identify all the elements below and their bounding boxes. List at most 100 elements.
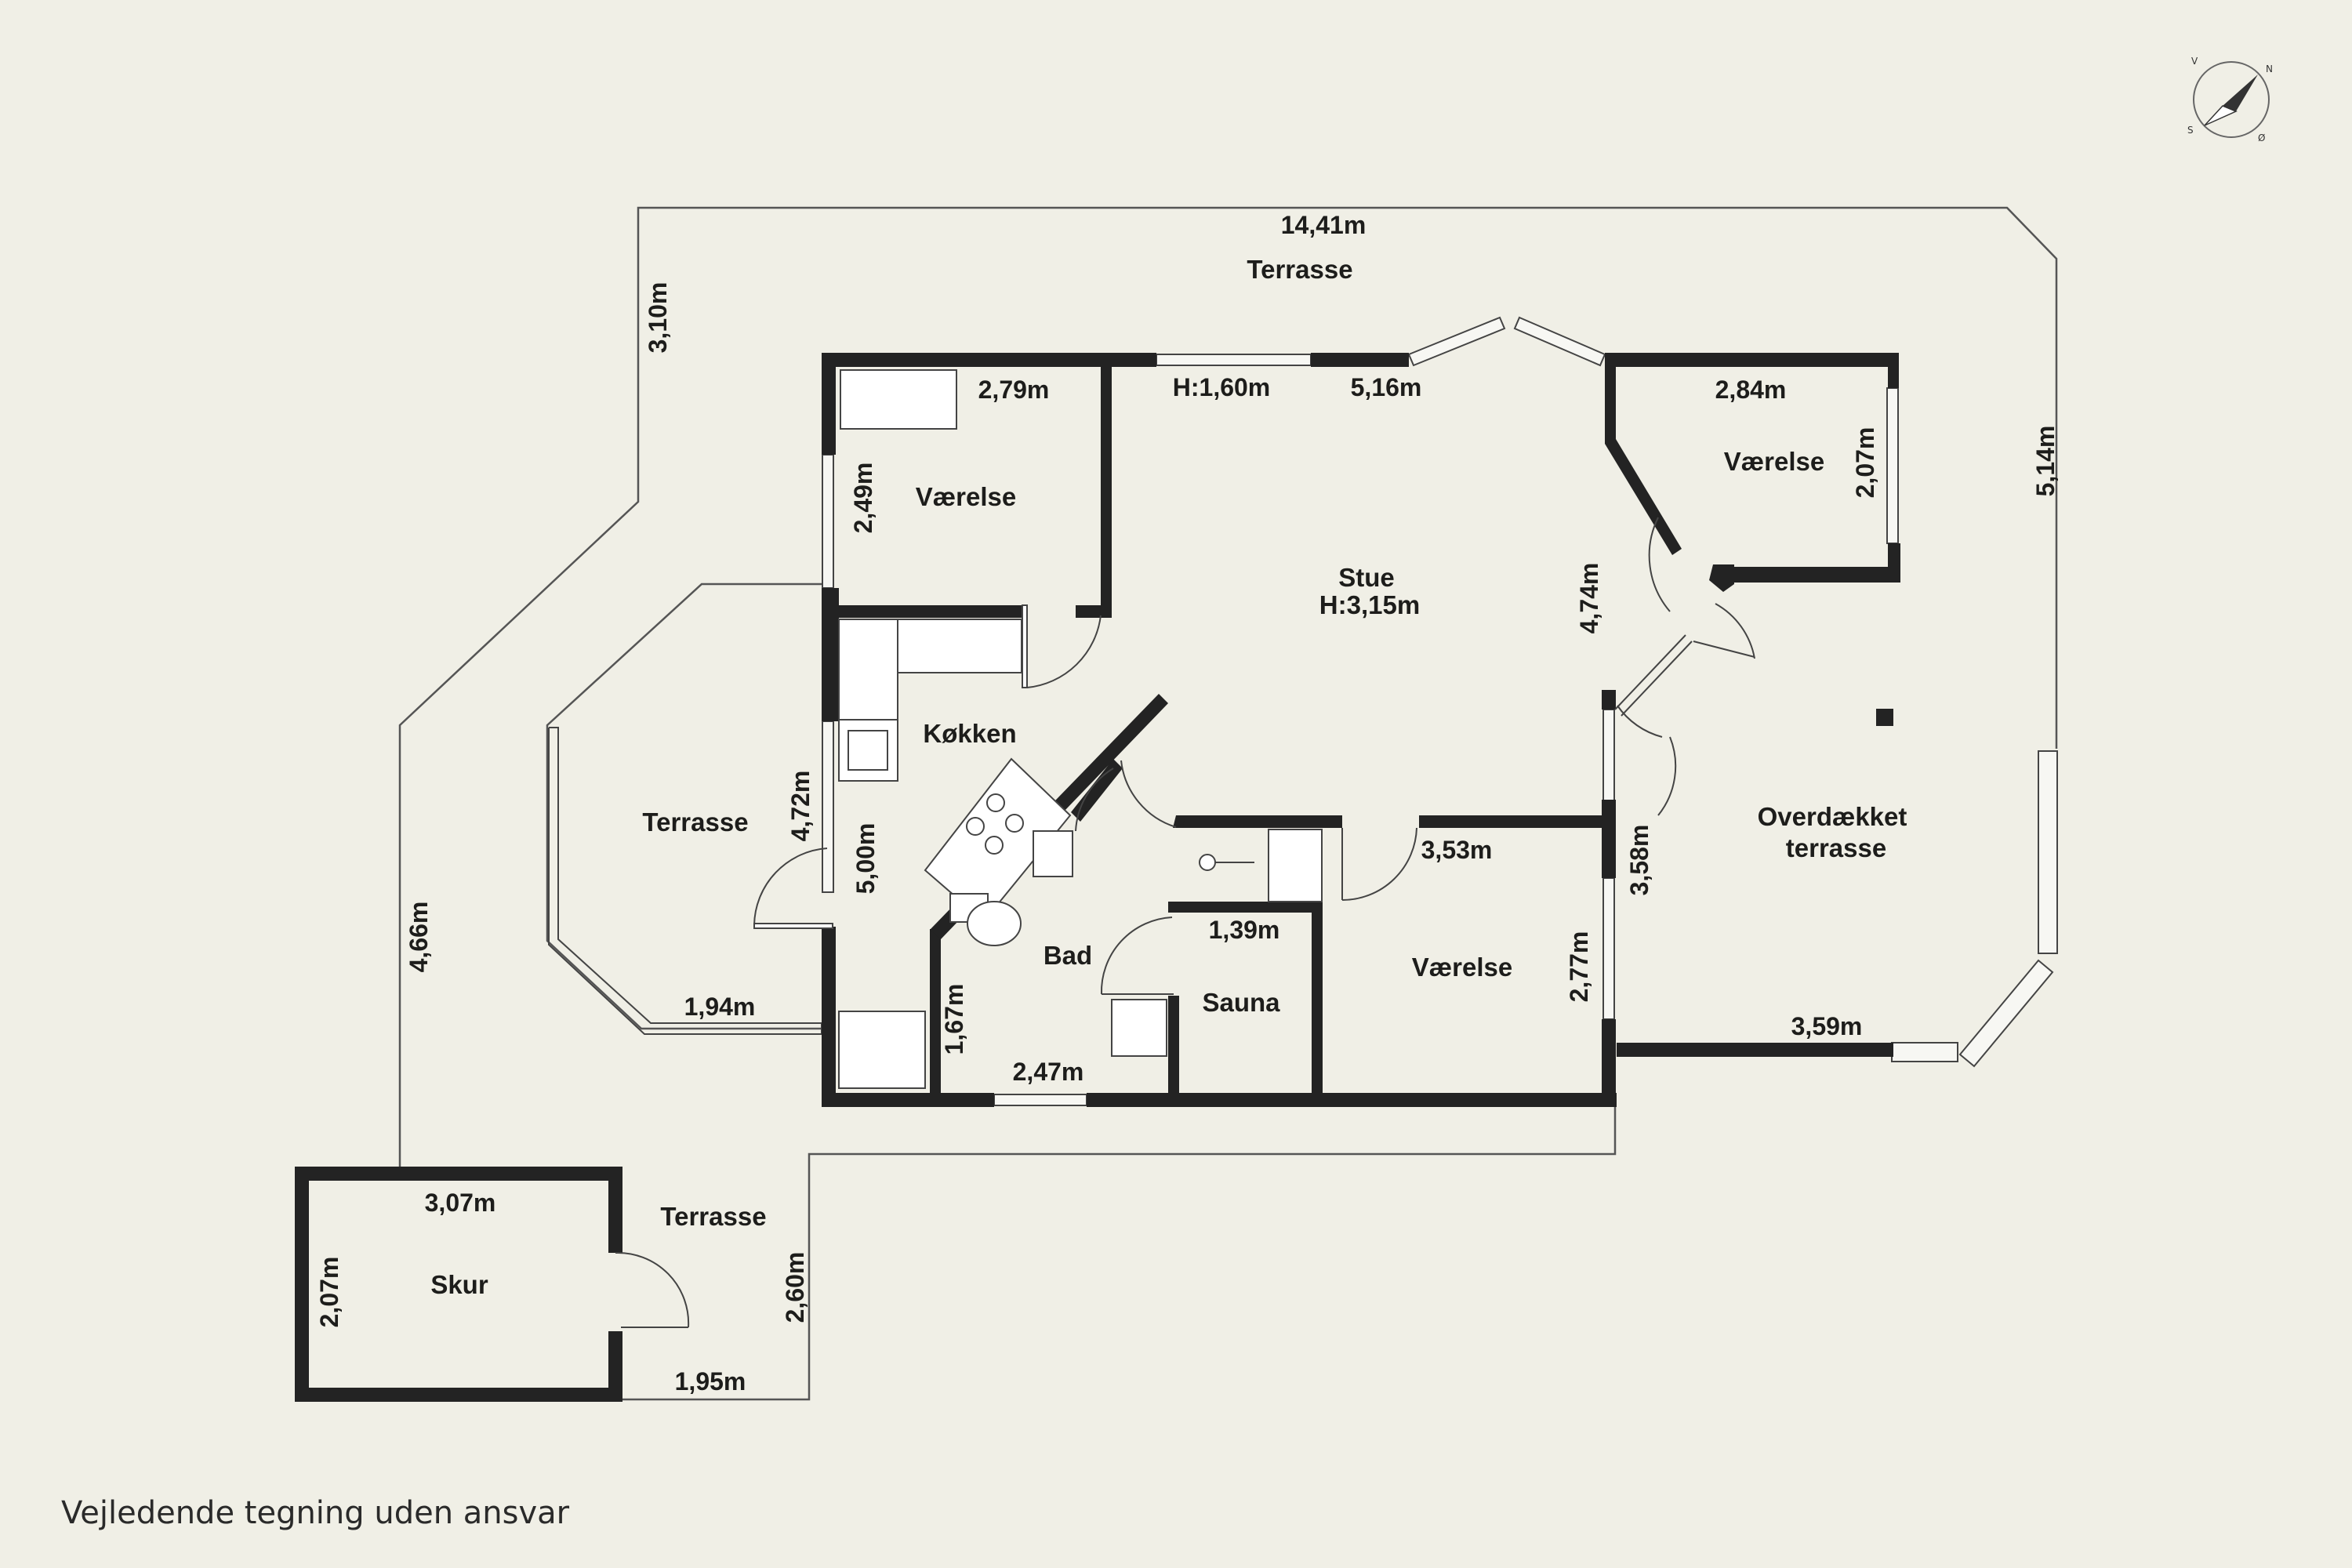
dim-bad-h: 1,67m <box>940 984 968 1055</box>
wall-north-a <box>822 353 1156 367</box>
wall-bath-north-b <box>1419 815 1607 828</box>
dim-vnw-h: 2,49m <box>849 463 877 534</box>
dim-tw-a: 4,72m <box>786 771 815 842</box>
window-vne-east <box>1886 387 1899 544</box>
door-leaf-ot-1 <box>1614 634 1686 710</box>
wall-sauna-east <box>1312 902 1323 1096</box>
compass-ring <box>2193 61 2270 138</box>
dim-left-lower: 4,66m <box>405 902 433 973</box>
door-leaf-ot-2 <box>1621 641 1693 717</box>
dim-ot-w: 3,59m <box>1791 1012 1863 1040</box>
fixtures <box>838 369 1893 1089</box>
compass-north: N <box>2266 64 2273 74</box>
label-koekken: Køkken <box>923 719 1016 748</box>
door-swing-ot-b <box>1715 603 1755 659</box>
wall-skur-bottom <box>295 1388 622 1402</box>
dim-left-top: 3,10m <box>644 282 672 354</box>
door-leaf-vnw <box>1022 604 1028 688</box>
wall-stue-east-c <box>1602 1019 1616 1107</box>
wall-sauna-west <box>1168 996 1179 1096</box>
wall-west-low <box>822 927 836 1107</box>
compass-west: V <box>2191 56 2198 67</box>
wall-north-c <box>1605 353 1896 367</box>
dim-right: 5,14m <box>2031 426 2060 497</box>
wall-stue-east-b <box>1602 800 1616 878</box>
window-bay-left <box>1407 316 1506 367</box>
label-bad: Bad <box>1044 941 1092 970</box>
wall-vne-diag <box>1605 362 1682 555</box>
window-vse-west <box>1602 877 1615 1020</box>
wall-bath-north-a <box>1176 815 1342 828</box>
dim-ts-h: 2,60m <box>781 1252 809 1323</box>
label-skur: Skur <box>430 1270 488 1299</box>
dim-ts-w: 1,95m <box>675 1367 746 1396</box>
wall-west-top <box>822 353 836 455</box>
label-stue-height: H:3,15m <box>1319 590 1420 619</box>
door-swing-ot-a <box>1617 705 1663 738</box>
toilet-bowl <box>967 901 1022 946</box>
dim-vse-w: 3,53m <box>1421 836 1493 864</box>
stove-burner <box>1005 814 1024 833</box>
label-stue: Stue <box>1338 563 1395 592</box>
stove-burner <box>966 817 985 836</box>
dim-vnw-w: 2,79m <box>978 376 1050 404</box>
dim-vse-h: 2,77m <box>1565 931 1593 1003</box>
door-leaf-terrace-west <box>753 923 833 929</box>
wall-skur-east-a <box>608 1167 622 1253</box>
wall-vne-south <box>1733 567 1900 583</box>
terrace-outer-outline <box>398 206 2058 1168</box>
wall-vnw-south-a <box>833 605 1022 618</box>
door-leaf-ot-3 <box>1693 641 1755 658</box>
dim-stue-w: 5,16m <box>1351 373 1422 401</box>
dim-sauna-w: 1,39m <box>1209 916 1280 944</box>
label-terrasse-west: Terrasse <box>642 808 748 837</box>
dimension-labels: 14,41m 2,79m H:1,60m 5,16m 2,84m 3,53m 1… <box>315 211 2060 1396</box>
terrace-south-outline <box>621 1107 1617 1401</box>
window-ot-diag <box>1958 959 2054 1068</box>
kitchen-sink <box>848 730 888 771</box>
kitchen-counter-north <box>897 619 1022 673</box>
room-labels: Terrasse Værelse Stue H:3,15m Værelse Kø… <box>430 255 1907 1299</box>
wall-north-b <box>1311 353 1409 367</box>
label-vaerelse-se: Værelse <box>1412 953 1512 982</box>
dim-vne-w: 2,84m <box>1715 376 1787 404</box>
dim-vne-h: 2,07m <box>1851 427 1879 499</box>
wall-skur-top <box>295 1167 622 1181</box>
door-swing-skur <box>615 1251 690 1328</box>
label-terrasse-south: Terrasse <box>660 1202 766 1231</box>
ot-post[interactable] <box>1876 709 1893 726</box>
door-swing-terrace-west <box>753 848 828 926</box>
dim-skur-h: 2,07m <box>315 1257 343 1328</box>
terrace-outlines <box>398 206 2058 1401</box>
wall-stue-east-a <box>1602 690 1616 710</box>
shower-head <box>1199 854 1216 871</box>
compass-needle-south <box>2204 105 2238 126</box>
compass-needle-north <box>2223 74 2258 111</box>
window-ot-south <box>1891 1042 1958 1062</box>
walls <box>295 353 1900 1402</box>
dim-tw-b: 5,00m <box>851 823 880 895</box>
window-bay-right <box>1513 316 1606 367</box>
footer-disclaimer: Vejledende tegning uden ansvar <box>61 1495 570 1531</box>
dim-window-height: H:1,60m <box>1173 373 1271 401</box>
stove-burner <box>986 793 1005 812</box>
dim-tw-bottom: 1,94m <box>684 993 756 1021</box>
sauna-stove <box>1111 999 1167 1057</box>
door-swing-vne <box>1648 517 1671 612</box>
windows <box>548 316 2058 1106</box>
wardrobe-vnw <box>840 369 957 430</box>
kitchen-counter-west <box>838 619 898 720</box>
dim-total-width: 14,41m <box>1281 211 1367 239</box>
window-top-left <box>1156 354 1312 366</box>
doors <box>615 517 1755 1328</box>
door-swing-sauna <box>1100 916 1173 995</box>
window-ot-east <box>2038 750 2058 954</box>
window-kitchen-west <box>822 720 834 893</box>
wall-bath-west <box>930 929 941 1095</box>
label-overdaekket: Overdækket <box>1758 802 1907 831</box>
window-terrace-west <box>548 727 822 1035</box>
wall-south-a <box>822 1093 994 1107</box>
wall-skur-west <box>295 1167 309 1402</box>
door-swing-kitchen <box>1120 760 1177 828</box>
label-sauna: Sauna <box>1202 988 1280 1017</box>
